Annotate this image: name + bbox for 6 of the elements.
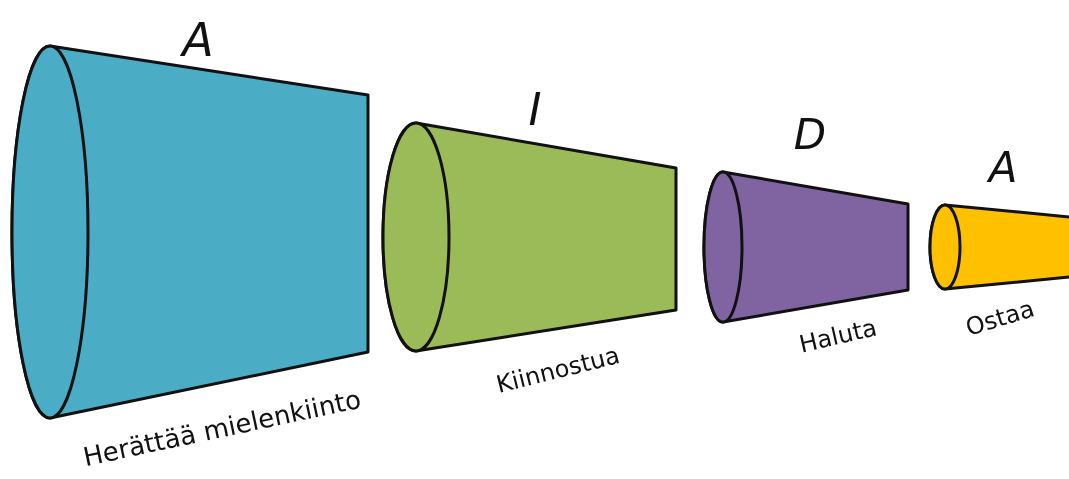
stage-letter: I bbox=[528, 88, 542, 132]
stage-label: Ostaa bbox=[962, 296, 1038, 340]
stage-letter: A bbox=[988, 147, 1018, 189]
stage-letter: D bbox=[793, 114, 827, 156]
stage-label: Haluta bbox=[796, 315, 880, 357]
stage-letter: A bbox=[182, 17, 214, 63]
